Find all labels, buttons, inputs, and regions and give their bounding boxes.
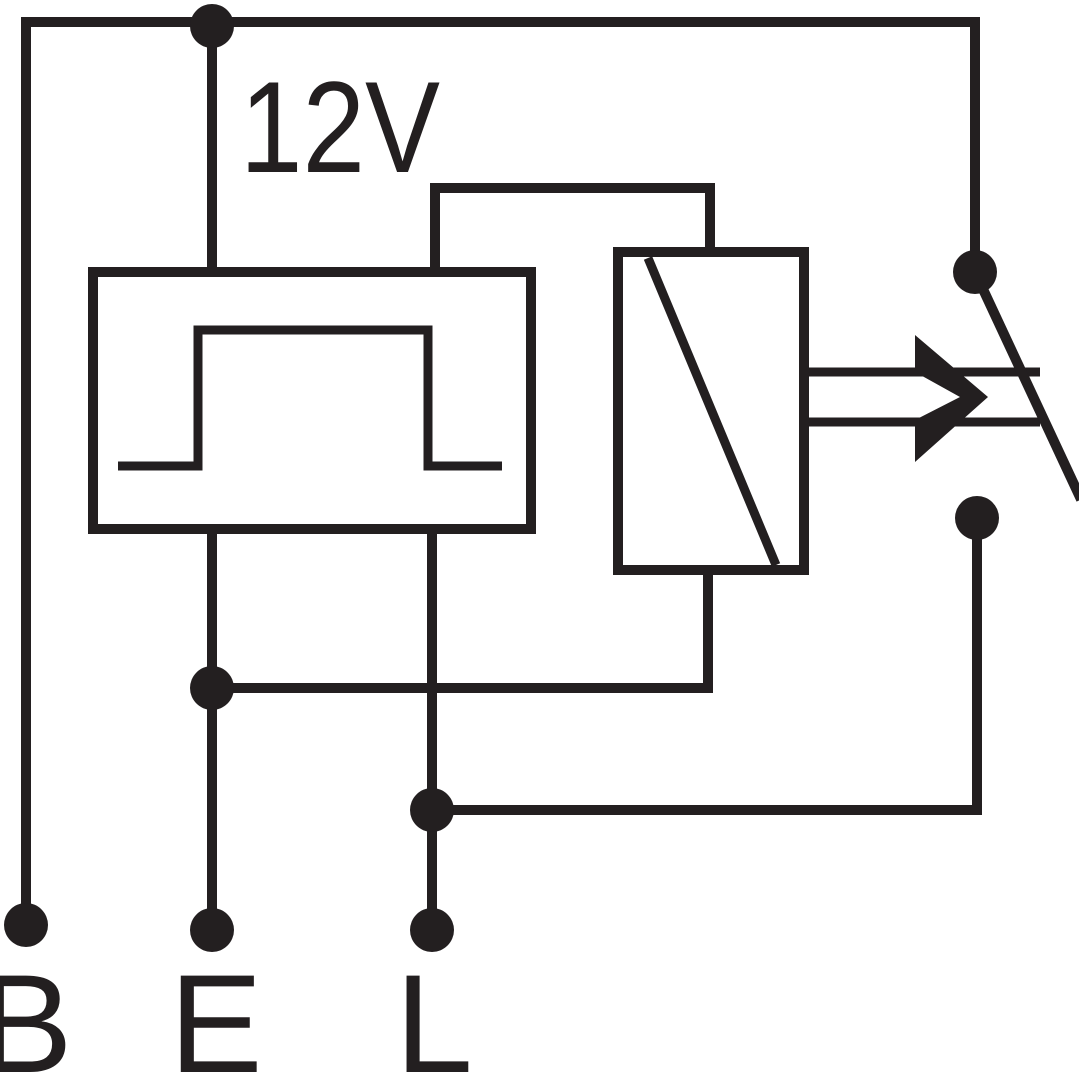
switch-contact-arrow-icon [915, 335, 988, 462]
relay-coil-diagonal [643, 256, 781, 567]
wire-timer-to-coil [430, 183, 715, 277]
terminal-e-dot [190, 908, 234, 952]
junction-top [190, 4, 234, 48]
terminal-l-dot [410, 908, 454, 952]
junction-l [410, 788, 454, 832]
switch-lower-contact [955, 496, 999, 540]
switch-upper-contact [953, 250, 997, 294]
voltage-label: 12V [240, 54, 440, 200]
terminal-e-label: E [169, 945, 262, 1079]
wire-switch-to-l [427, 513, 982, 815]
junction-e [190, 666, 234, 710]
terminal-l-label: L [395, 945, 473, 1079]
wire-coil-to-e [207, 565, 713, 693]
switch-blade [968, 265, 1079, 502]
terminal-b-dot [4, 903, 48, 947]
timer-module [88, 267, 536, 534]
terminal-b-label: B [0, 945, 73, 1079]
wire-b-top-bus [21, 17, 980, 930]
pulse-waveform-icon [118, 325, 502, 471]
